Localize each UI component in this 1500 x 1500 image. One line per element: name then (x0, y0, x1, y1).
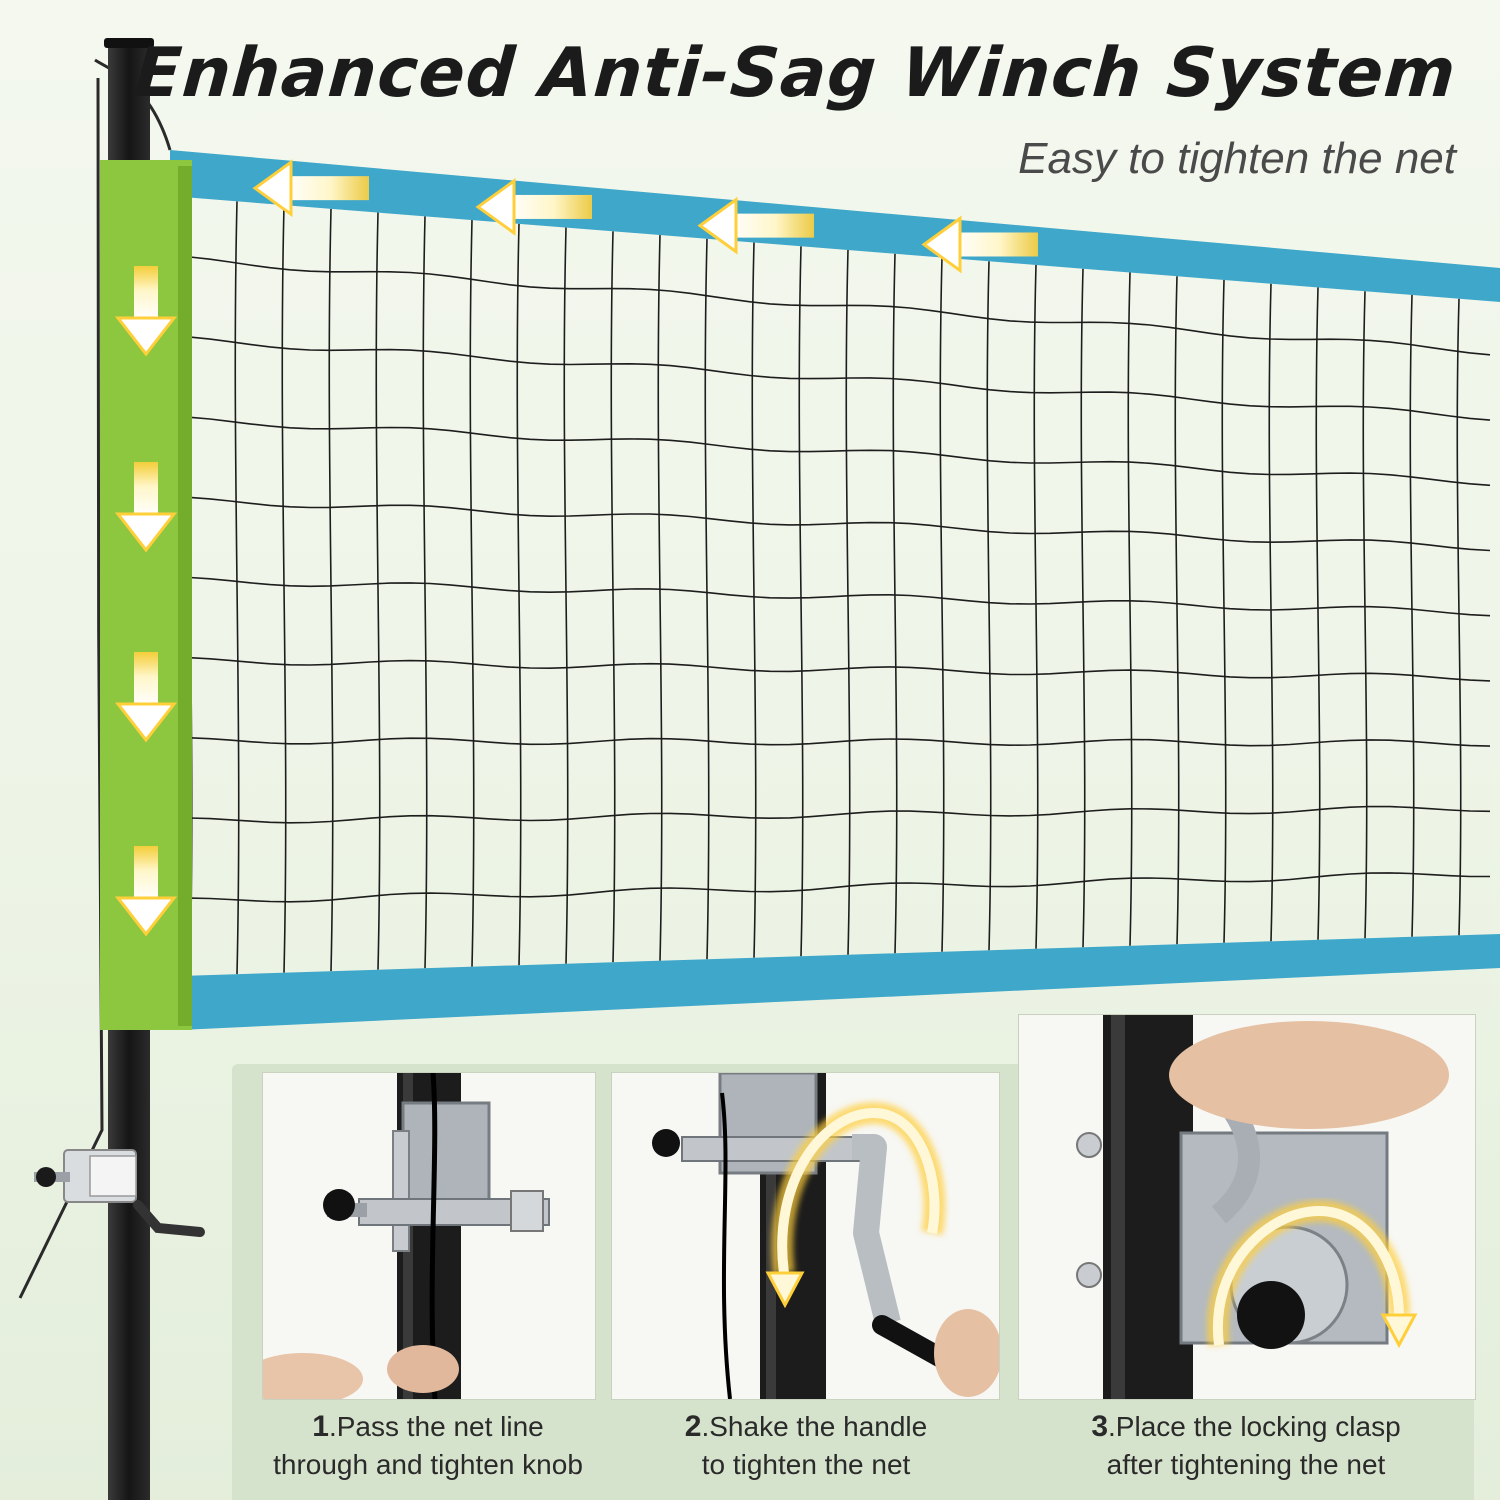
step-2-line-1: .Shake the handle (701, 1411, 928, 1442)
bottom-net-band (180, 934, 1500, 1030)
winch-mechanism (34, 1149, 205, 1237)
step-2-photo (611, 1072, 1000, 1400)
step-1-number: 1 (312, 1410, 329, 1443)
page-subtitle: Easy to tighten the net (1018, 134, 1456, 183)
step-2-line-2: to tighten the net (701, 1449, 911, 1480)
step-3-caption: 3.Place the locking clasp after tighteni… (1018, 1408, 1474, 1484)
left-arrow-icon (252, 159, 369, 218)
winch-handle-illustration (612, 1073, 999, 1399)
down-arrow-icon (114, 846, 178, 937)
down-arrow-icon (114, 462, 178, 553)
page-title: Enhanced Anti-Sag Winch System (132, 34, 1459, 113)
step-1-line-1: .Pass the net line (328, 1411, 544, 1442)
step-3-number: 3 (1091, 1410, 1109, 1443)
locking-clasp-illustration (1019, 1015, 1475, 1399)
step-1-caption: 1.Pass the net line through and tighten … (242, 1408, 614, 1484)
down-arrow-icon (114, 652, 178, 743)
left-arrow-icon (921, 215, 1038, 274)
step-3-photo (1018, 1014, 1476, 1400)
net-mesh (187, 197, 1491, 976)
step-3-line-2: after tightening the net (1106, 1449, 1386, 1480)
step-1-photo (262, 1072, 596, 1400)
left-arrow-icon (252, 159, 1038, 274)
step-3-line-1: .Place the locking clasp (1108, 1411, 1401, 1442)
down-arrow-icon (114, 266, 178, 937)
winch-knob-illustration (263, 1073, 595, 1399)
left-arrow-icon (475, 178, 592, 236)
step-1-line-2: through and tighten knob (273, 1449, 583, 1480)
down-arrow-icon (114, 266, 178, 357)
guy-rope (18, 77, 104, 1299)
step-2-caption: 2.Shake the handle to tighten the net (611, 1408, 1001, 1484)
left-arrow-icon (697, 196, 814, 255)
step-2-number: 2 (684, 1410, 702, 1443)
